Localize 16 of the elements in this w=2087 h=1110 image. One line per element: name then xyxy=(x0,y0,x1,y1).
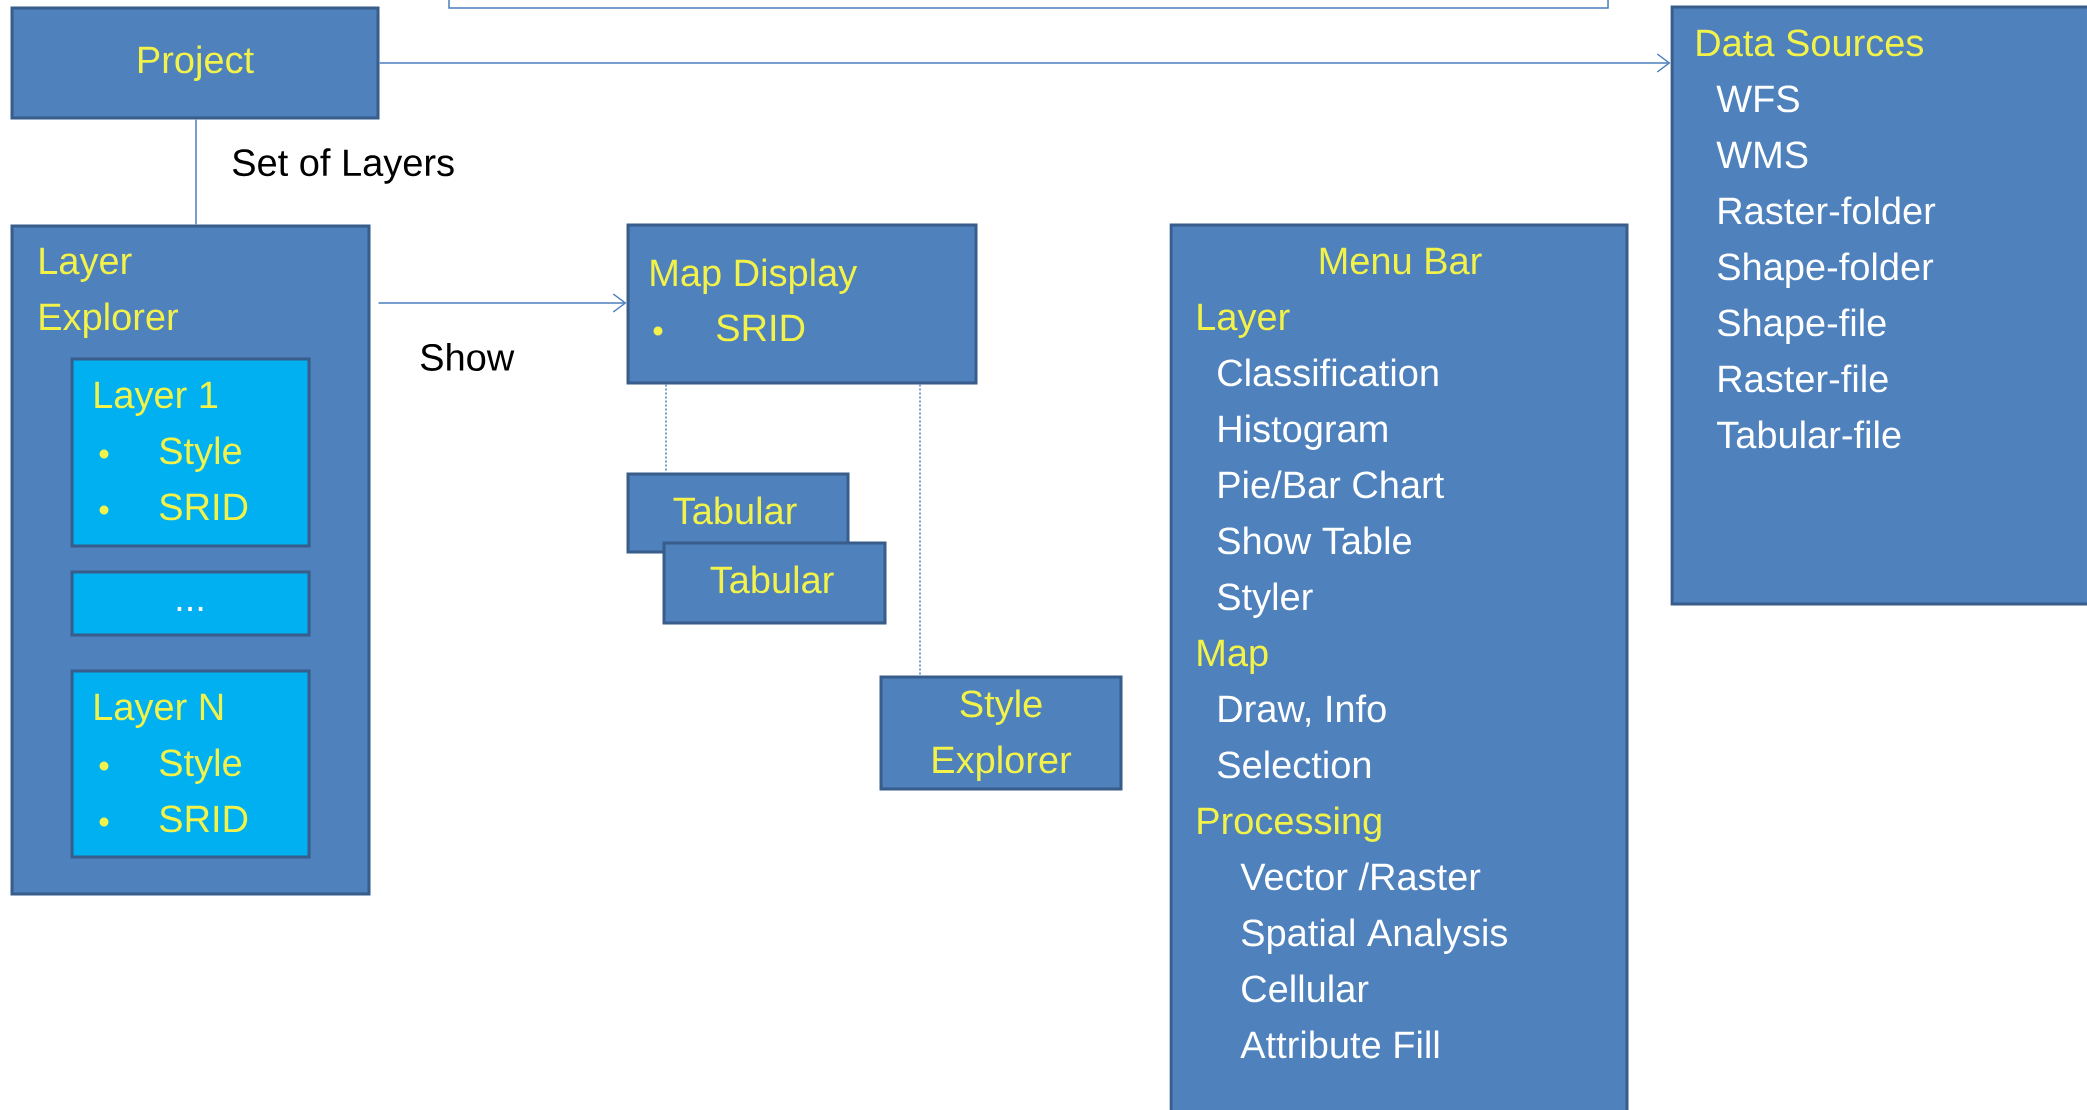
menu-panel: Menu Bar Layer Classification Histogram Pie/Bar Chart Show Table Styler Map Draw, Info Selection Processing Vector /Raster Spatial Analysis Cellular Attribute Fill xyxy=(1169,223,1629,1110)
layer-box: ... xyxy=(70,570,311,637)
process-box: Project xyxy=(10,6,380,120)
arrow xyxy=(377,293,627,313)
edge-label: Show xyxy=(417,341,517,373)
connector-line xyxy=(195,118,197,226)
layer-box: Layer 1 Style SRID xyxy=(70,357,311,548)
edge-label: Set of Layers xyxy=(229,146,458,186)
process-box: Map Display SRID xyxy=(626,223,978,385)
process-box: Tabular xyxy=(626,472,850,554)
connector-line xyxy=(919,383,921,677)
process-box: Style Explorer xyxy=(879,675,1123,791)
layer-box: Layer N Style SRID xyxy=(70,669,311,859)
arrow xyxy=(378,53,1671,73)
process-box: Tabular xyxy=(662,541,887,625)
list-panel: Data Sources WFS WMS Raster-folder Shape-folder Shape-file Raster-file Tabular-file xyxy=(1670,5,2087,606)
